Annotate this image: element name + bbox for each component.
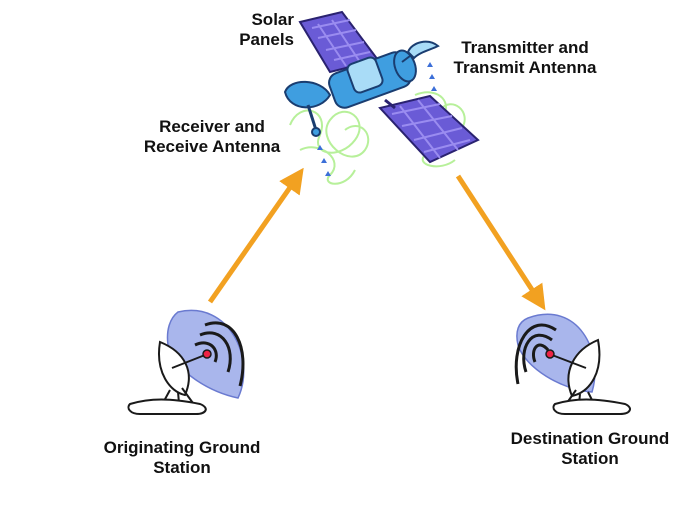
solar-panels-label-line1: Solar <box>251 10 294 29</box>
origin-station-label: Originating Ground Station <box>84 438 280 478</box>
solar-panel-lower <box>378 94 480 164</box>
origin-satellite-dish-icon <box>127 309 245 415</box>
receive-antenna-dish <box>283 80 332 137</box>
destination-station-label-line1: Destination Ground <box>510 429 670 448</box>
signal-wave-left <box>289 109 370 185</box>
signal-drops <box>317 62 437 176</box>
origin-station-label-line1: Originating Ground <box>103 438 261 457</box>
downlink-arrow <box>455 174 546 311</box>
transmitter-label-line2: Transmit Antenna <box>453 58 597 77</box>
transmit-antenna <box>401 40 440 63</box>
destination-station-label: Destination Ground Station <box>490 429 690 469</box>
receiver-label-line1: Receiver and <box>159 117 265 136</box>
solar-panels-label-line2: Panels <box>239 30 294 49</box>
origin-station-label-line2: Station <box>153 458 211 477</box>
destination-satellite-dish-icon <box>514 313 631 415</box>
solar-panels-label: Solar Panels <box>222 10 294 50</box>
uplink-arrow <box>207 167 304 304</box>
transmitter-label-line1: Transmitter and <box>461 38 589 57</box>
receiver-label-line2: Receive Antenna <box>143 137 281 156</box>
receiver-label: Receiver and Receive Antenna <box>132 117 292 157</box>
transmitter-label: Transmitter and Transmit Antenna <box>440 38 610 78</box>
destination-station-label-line2: Station <box>561 449 619 468</box>
satellite-icon <box>283 10 480 176</box>
satellite-body <box>328 49 417 109</box>
